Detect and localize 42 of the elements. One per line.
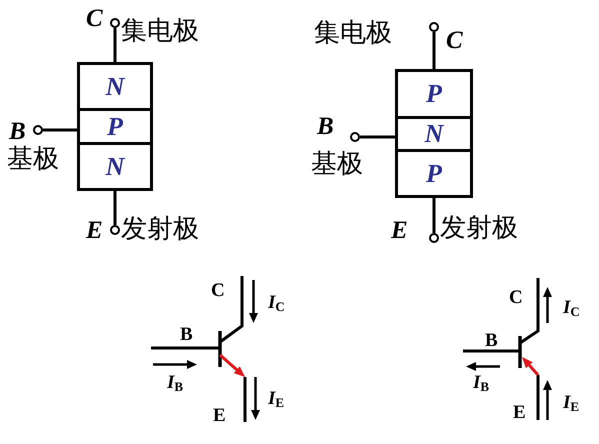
terminal-name: 基极 [7,146,59,172]
semiconductor-layer [77,142,153,191]
pin-label: E [213,405,226,428]
pin-label: B [180,324,193,347]
pin-label: C [211,280,225,303]
terminal-letter: E [86,218,103,243]
pin-label: C [509,287,523,310]
terminal-name: 发射极 [440,215,518,241]
layer-letter: P [426,81,442,107]
semiconductor-layer [77,108,153,145]
current-label: I$_{E}$ [563,392,580,415]
semiconductor-layer [395,69,473,119]
pin-label: E [513,402,526,425]
pin-label: B [485,330,498,353]
terminal-letter: C [86,6,103,31]
wire [432,198,436,233]
layer-letter: N [424,121,444,147]
terminal-letter: B [9,119,26,144]
wire [114,28,116,62]
layer-letter: P [107,114,123,140]
semiconductor-layer [395,116,473,152]
current-label: I$_{C}$ [268,292,285,315]
current-label: I$_{C}$ [563,297,580,320]
wire [114,191,116,225]
terminal-letter: E [391,218,408,243]
wire [43,128,77,132]
layer-letter: N [106,154,124,180]
terminal-name: 基极 [311,151,363,177]
wire [432,32,436,69]
terminal-name: 集电极 [121,18,199,44]
terminal-name: 集电极 [314,20,392,46]
current-label: I$_{B}$ [473,372,490,395]
layer-letter: N [106,74,124,100]
current-label: I$_{E}$ [268,388,284,411]
wire [360,136,395,138]
terminal-letter: C [446,28,463,53]
semiconductor-layer [395,149,473,198]
semiconductor-layer [77,62,153,111]
layer-letter: P [426,160,442,186]
current-label: I$_{B}$ [167,372,184,395]
terminal-letter: B [317,114,334,139]
terminal-name: 发射极 [121,216,199,242]
